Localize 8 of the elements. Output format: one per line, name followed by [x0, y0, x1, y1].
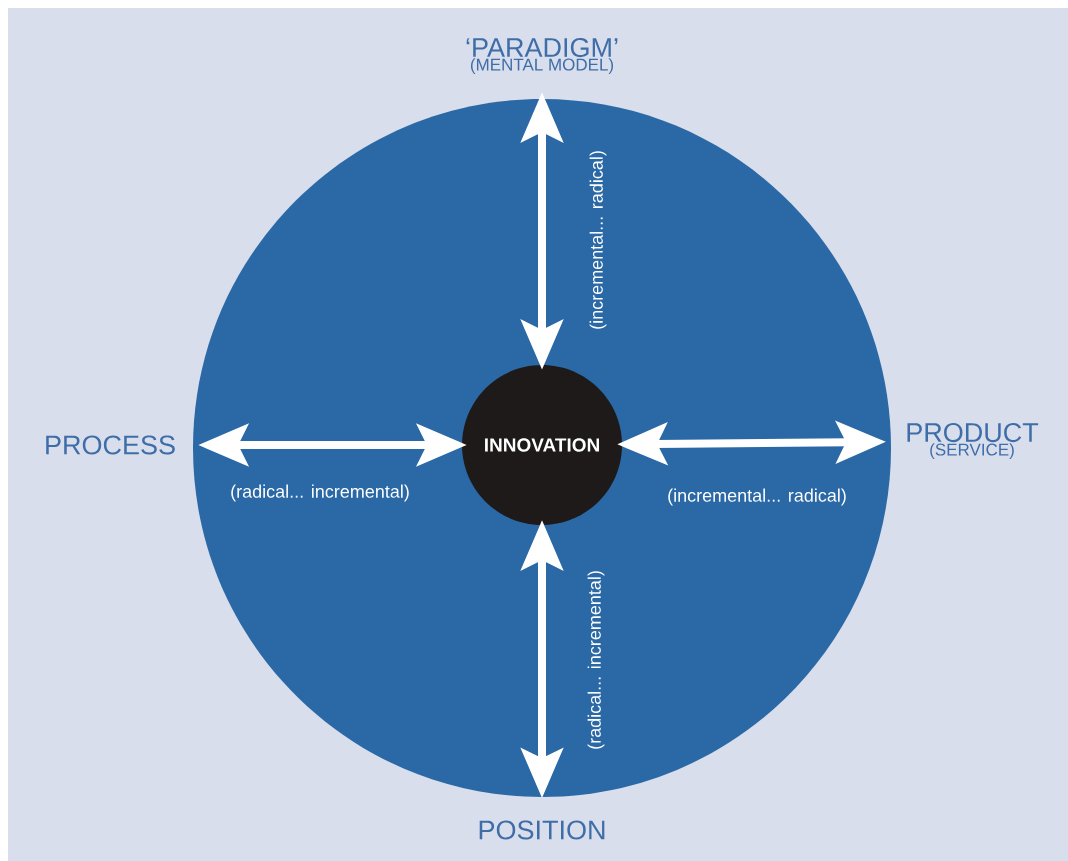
category-label: ‘PARADIGM’ (MENTAL MODEL): [466, 38, 618, 74]
category-label: PROCESS: [46, 435, 175, 455]
edge-label: (radical... incremental): [231, 484, 409, 502]
edge-label: (incremental... radical): [668, 488, 846, 506]
category-label: PRODUCT (SERVICE): [907, 423, 1039, 459]
edge-label: (incremental... radical): [589, 151, 607, 329]
category-label: POSITION: [479, 820, 605, 840]
edge-label: (radical... incremental): [587, 571, 605, 749]
